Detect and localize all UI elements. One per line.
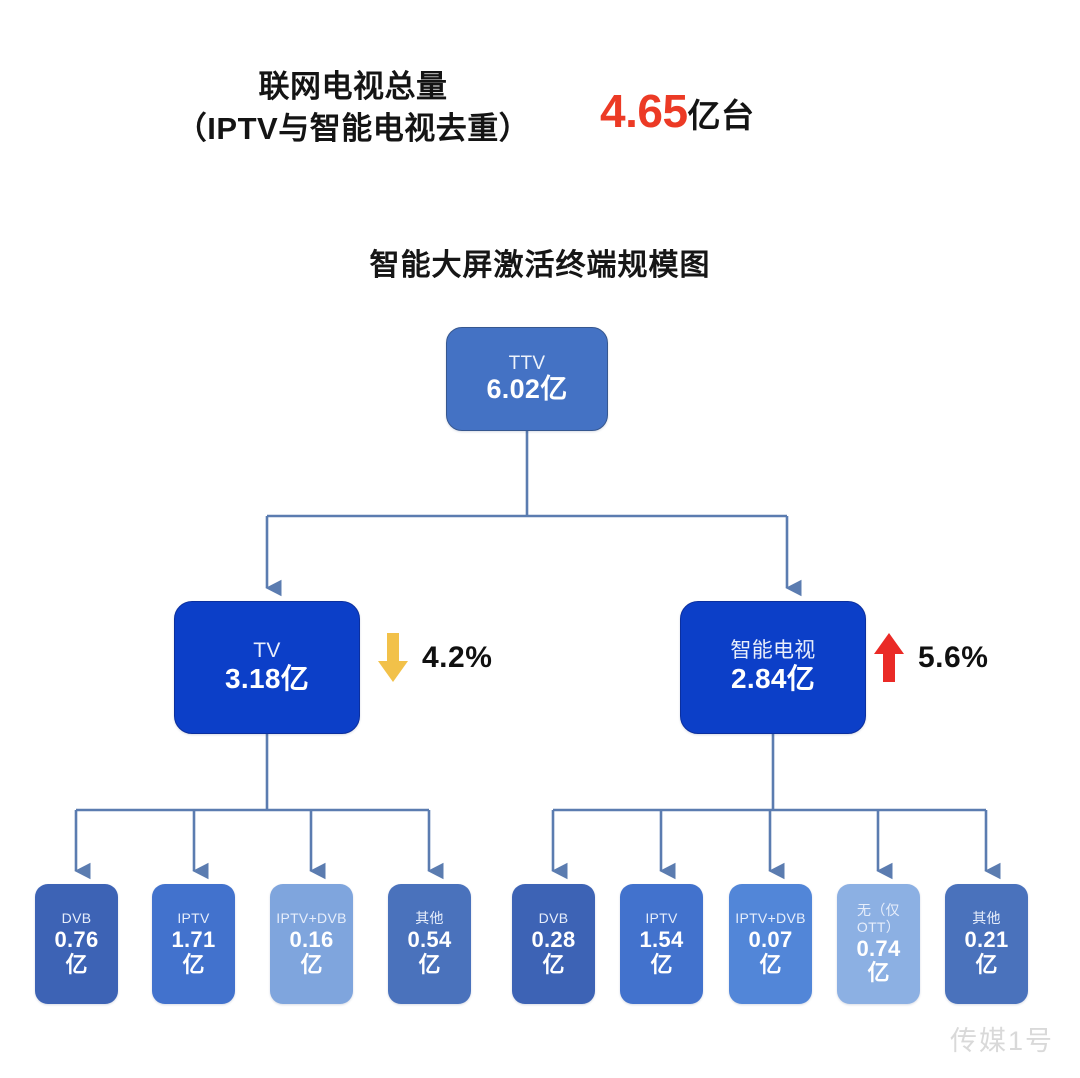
watermark: 传媒1号 — [949, 1026, 1054, 1056]
leaf-smart-dvb-value: 0.28 — [531, 927, 576, 953]
leaf-smart-iptv-dvb[interactable]: IPTV+DVB 0.07 亿 — [729, 884, 812, 1004]
summary-label: 联网电视总量 （IPTV与智能电视去重） — [168, 66, 538, 150]
leaf-smart-dvb-label: DVB — [538, 910, 569, 927]
leaf-tv-iptv-dvb-unit: 亿 — [300, 951, 323, 977]
smart-tv-change-indicator: 5.6% — [872, 628, 988, 688]
leaf-smart-dvb-unit: 亿 — [542, 951, 565, 977]
leaf-tv-other-label: 其他 — [415, 910, 444, 927]
tv-change-indicator: 4.2% — [376, 628, 492, 688]
leaf-smart-dvb[interactable]: DVB 0.28 亿 — [512, 884, 595, 1004]
summary-label-line1: 联网电视总量 — [258, 69, 448, 104]
leaf-smart-iptv-dvb-label: IPTV+DVB — [735, 910, 806, 927]
summary-label-line2: （IPTV与智能电视去重） — [175, 110, 531, 146]
leaf-tv-other-unit: 亿 — [418, 951, 441, 977]
node-smart-tv-value: 2.84亿 — [731, 663, 815, 695]
leaf-smart-iptv-dvb-unit: 亿 — [759, 951, 782, 977]
down-arrow-icon — [378, 633, 408, 682]
leaf-tv-iptv-label: IPTV — [177, 910, 210, 927]
leaf-tv-iptv[interactable]: IPTV 1.71 亿 — [152, 884, 235, 1004]
leaf-smart-ott-only-label: 无（仅OTT） — [856, 902, 901, 935]
summary-value-number: 4.65 — [600, 85, 688, 137]
node-smart-tv[interactable]: 智能电视 2.84亿 — [680, 601, 866, 734]
leaf-tv-iptv-dvb-value: 0.16 — [289, 927, 334, 953]
leaf-tv-iptv-dvb[interactable]: IPTV+DVB 0.16 亿 — [270, 884, 353, 1004]
leaf-smart-ott-only-value: 0.74 — [856, 935, 901, 961]
leaf-smart-ott-only[interactable]: 无（仅OTT） 0.74 亿 — [837, 884, 920, 1004]
summary-header: 联网电视总量 （IPTV与智能电视去重） 4.65亿台 — [0, 66, 1080, 176]
leaf-tv-iptv-dvb-label: IPTV+DVB — [276, 910, 347, 927]
leaf-smart-iptv-label: IPTV — [645, 910, 678, 927]
leaf-tv-other-value: 0.54 — [407, 927, 452, 953]
summary-value-unit: 亿台 — [687, 97, 755, 134]
chart-title: 智能大屏激活终端规模图 — [369, 249, 711, 282]
leaf-smart-iptv-value: 1.54 — [639, 927, 684, 953]
leaf-smart-other-value: 0.21 — [964, 927, 1009, 953]
leaf-smart-other-label: 其他 — [972, 910, 1001, 927]
node-ttv[interactable]: TTV 6.02亿 — [446, 327, 608, 431]
leaf-tv-dvb-label: DVB — [61, 910, 92, 927]
leaf-tv-dvb-value: 0.76 — [54, 927, 99, 953]
node-ttv-value: 6.02亿 — [486, 374, 568, 405]
summary-value: 4.65亿台 — [600, 84, 900, 138]
leaf-smart-iptv[interactable]: IPTV 1.54 亿 — [620, 884, 703, 1004]
node-tv[interactable]: TV 3.18亿 — [174, 601, 360, 734]
leaf-tv-dvb-unit: 亿 — [65, 951, 88, 977]
leaf-smart-ott-only-unit: 亿 — [867, 960, 890, 986]
node-tv-value: 3.18亿 — [225, 663, 309, 695]
leaf-tv-other[interactable]: 其他 0.54 亿 — [388, 884, 471, 1004]
smart-tv-change-value: 5.6% — [918, 641, 989, 674]
leaf-tv-iptv-unit: 亿 — [182, 951, 205, 977]
node-ttv-label: TTV — [508, 352, 546, 374]
leaf-smart-other[interactable]: 其他 0.21 亿 — [945, 884, 1028, 1004]
up-arrow-icon — [874, 633, 904, 682]
leaf-smart-iptv-unit: 亿 — [650, 951, 673, 977]
node-smart-tv-label: 智能电视 — [730, 639, 816, 663]
leaf-tv-iptv-value: 1.71 — [171, 927, 216, 953]
node-tv-label: TV — [253, 639, 281, 663]
leaf-smart-other-unit: 亿 — [975, 951, 998, 977]
tv-change-value: 4.2% — [422, 641, 493, 674]
leaf-tv-dvb[interactable]: DVB 0.76 亿 — [35, 884, 118, 1004]
leaf-smart-iptv-dvb-value: 0.07 — [748, 927, 793, 953]
